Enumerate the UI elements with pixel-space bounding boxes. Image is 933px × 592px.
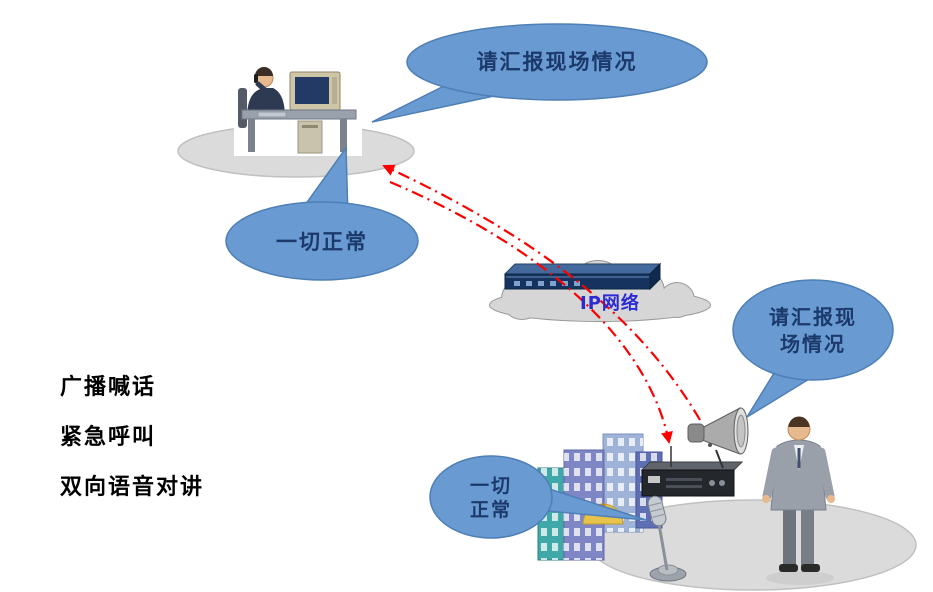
microphone-icon — [647, 495, 687, 582]
uplink-arrow — [382, 164, 701, 421]
downlink-arrow — [389, 180, 673, 444]
speech-bubble-field-request — [732, 279, 894, 418]
feature-two-way-intercom: 双向语音对讲 — [60, 475, 205, 500]
network-switch-icon — [503, 262, 662, 291]
audio-link-arrows — [382, 164, 701, 467]
speech-bubble-operator-reply — [225, 145, 419, 281]
ip-network-label: IP网络 — [580, 293, 640, 314]
speech-bubble-field-reply — [429, 455, 647, 539]
horn-speaker-icon — [687, 407, 749, 469]
amplifier-icon — [640, 461, 744, 497]
feature-list: 广播喊话 紧急呼叫 双向语音对讲 — [60, 377, 204, 527]
field-person-icon — [762, 416, 835, 585]
operator-workstation-icon — [234, 60, 362, 156]
speech-bubble-operator-request — [371, 23, 708, 123]
feature-broadcast: 广播喊话 — [60, 375, 157, 400]
feature-emergency-call: 紧急呼叫 — [60, 425, 157, 450]
